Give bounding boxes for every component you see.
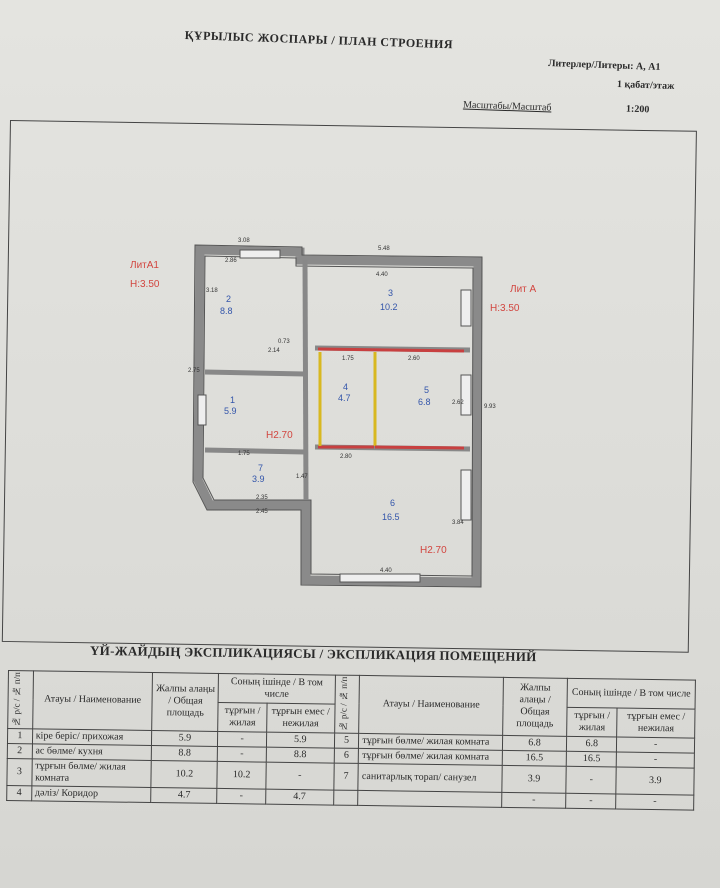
dim-label: 9.93 (484, 404, 496, 410)
dim-label: 0.73 (278, 339, 290, 345)
incl-header-2: Соның ішінде / В том числе (567, 678, 696, 709)
room-6-area: 16.5 (382, 512, 400, 522)
room-6-num: 6 (390, 498, 395, 508)
total-header-2: Жалпы алаңы / Общая площадь (502, 677, 568, 736)
room-2-area: 8.8 (220, 306, 233, 316)
lit-a1-name: ЛитА1 (130, 260, 159, 271)
dim-label: 4.40 (380, 568, 392, 574)
dim-label: 2.62 (452, 400, 464, 406)
dim-label: 5.48 (378, 246, 390, 252)
dim-label: 2.75 (188, 368, 200, 374)
room-4-num: 4 (343, 382, 348, 392)
room-7-area: 3.9 (252, 474, 265, 484)
dim-label: 2.80 (340, 454, 352, 460)
dim-label: 2.45 (256, 509, 268, 515)
room-7-num: 7 (258, 463, 263, 473)
nonliving-header-2: тұрғын емес / нежилая (617, 707, 696, 738)
exterior-walls (193, 245, 483, 587)
room-2-num: 2 (226, 294, 231, 304)
explication-table: № р/с / № п/п Атауы / Наименование Жалпы… (6, 670, 696, 810)
lit-a-height: H:3.50 (490, 303, 520, 314)
lit-a1-height: H:3.50 (130, 279, 160, 290)
inner-height-2: H2.70 (420, 545, 447, 556)
incl-header: Соның ішінде / В том числе (218, 673, 336, 704)
inner-height-1: H2.70 (266, 430, 293, 441)
dim-label: 2.86 (225, 258, 237, 264)
dim-label: 2.14 (268, 348, 280, 354)
dim-label: 3.84 (452, 520, 464, 526)
room-3-area: 10.2 (380, 302, 398, 312)
dim-label: 4.40 (376, 272, 388, 278)
dim-label: 1.75 (238, 451, 250, 457)
num-header-2: № р/с / № п/п (334, 675, 360, 734)
room-3-num: 3 (388, 288, 393, 298)
room-1-num: 1 (230, 395, 235, 405)
room-5-area: 6.8 (418, 397, 431, 407)
dim-label: 2.35 (256, 495, 268, 501)
room-1-area: 5.9 (224, 406, 237, 416)
lit-a-name: Лит А (510, 284, 537, 295)
room-4-area: 4.7 (338, 393, 351, 403)
dim-label: 3.08 (238, 238, 250, 244)
dimension-labels: 3.08 2.86 5.48 4.40 3.18 0.73 1.75 2.60 … (188, 238, 496, 574)
total-header: Жалпы алаңы / Общая площадь (152, 672, 219, 732)
living-header: тұрғын / жилая (218, 702, 267, 732)
living-header-2: тұрғын / жилая (566, 707, 618, 737)
name-header: Атауы / Наименование (32, 670, 153, 731)
room-5-num: 5 (424, 385, 429, 395)
dim-label: 2.60 (408, 356, 420, 362)
nonliving-header: тұрғын емес / нежилая (266, 702, 335, 733)
dim-label: 3.18 (206, 288, 218, 294)
dim-label: 1.75 (342, 356, 354, 362)
name-header-2: Атауы / Наименование (359, 675, 504, 736)
dim-label: 1.47 (296, 474, 308, 480)
num-header: № р/с / № п/п (7, 670, 34, 729)
